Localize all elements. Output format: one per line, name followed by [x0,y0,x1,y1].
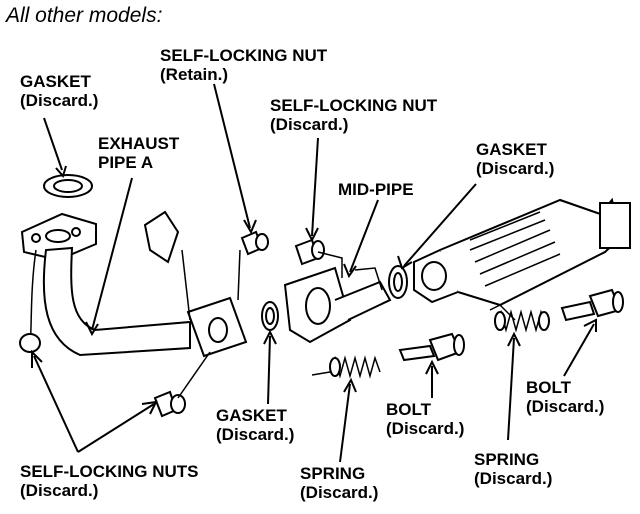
bolt-center [398,332,465,362]
spring-right [494,309,550,333]
label-spring-left: SPRING(Discard.) [300,464,379,502]
catalytic-converter [413,197,631,321]
self-locking-nut-bottom [153,351,211,418]
label-bolt-center: BOLT(Discard.) [386,400,465,438]
label-spring-right: SPRING(Discard.) [474,450,553,488]
gasket-ring-center [261,301,279,331]
leader-lines [31,83,597,463]
gasket-ring-top-left [43,174,93,198]
self-locking-nut-retain [237,230,269,301]
mid-pipe [283,266,392,344]
label-mid-pipe: MID-PIPE [338,180,414,199]
page-title: All other models: [6,4,163,27]
label-gasket-top-left: GASKET(Discard.) [20,72,99,110]
gasket-ring-right [388,265,408,299]
label-self-locking-nuts: SELF-LOCKING NUTS(Discard.) [20,462,199,500]
label-self-locking-nut-discard: SELF-LOCKING NUT(Discard.) [270,96,438,134]
label-bolt-right: BOLT(Discard.) [526,378,605,416]
self-locking-nut-discard [294,238,343,278]
bolt-right [560,288,624,322]
spring-left [311,355,381,379]
label-gasket-bottom: GASKET(Discard.) [216,406,295,444]
exhaust-pipe-a [19,210,248,358]
label-self-locking-nut-retain: SELF-LOCKING NUT(Retain.) [160,46,328,84]
label-gasket-right: GASKET(Discard.) [476,140,555,178]
